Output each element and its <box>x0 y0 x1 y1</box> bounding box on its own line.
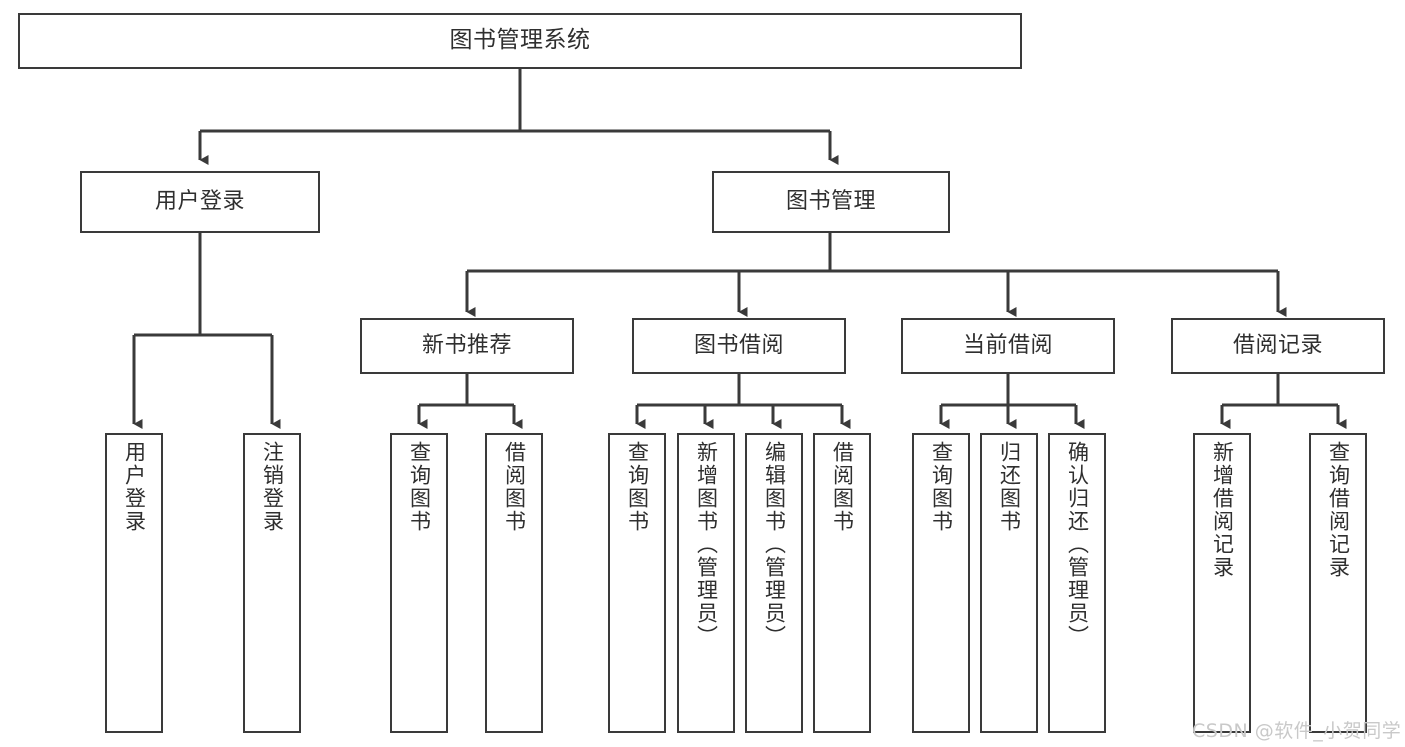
node-label: 查询借阅记录 <box>1326 441 1351 579</box>
node-label: 查询图书 <box>407 441 432 533</box>
node-current-borrow[interactable]: 当前借阅 <box>901 318 1115 374</box>
node-label: 当前借阅 <box>962 332 1053 358</box>
node-label: 图书管理 <box>785 188 876 214</box>
leaf-current-borrow-return[interactable]: 归还图书 <box>980 433 1038 733</box>
leaf-current-borrow-query[interactable]: 查询图书 <box>912 433 970 733</box>
leaf-book-borrow-edit[interactable]: 编辑图书（管理员） <box>745 433 803 733</box>
node-label: 借阅图书 <box>830 441 855 533</box>
node-label: 用户登录 <box>154 188 245 214</box>
leaf-book-borrow-add[interactable]: 新增图书（管理员） <box>677 433 735 733</box>
node-label: 图书管理系统 <box>449 27 591 54</box>
node-label: 确认归还（管理员） <box>1065 441 1090 648</box>
node-book-management-system[interactable]: 图书管理系统 <box>18 13 1022 69</box>
leaf-new-book-query[interactable]: 查询图书 <box>390 433 448 733</box>
node-label: 编辑图书（管理员） <box>762 441 787 648</box>
node-label: 归还图书 <box>997 441 1022 533</box>
node-label: 新增图书（管理员） <box>694 441 719 648</box>
node-label: 注销登录 <box>260 441 285 533</box>
node-borrow-records[interactable]: 借阅记录 <box>1171 318 1385 374</box>
node-label: 新增借阅记录 <box>1210 441 1235 579</box>
node-label: 借阅图书 <box>502 441 527 533</box>
node-label: 借阅记录 <box>1232 332 1323 358</box>
leaf-book-borrow-borrow[interactable]: 借阅图书 <box>813 433 871 733</box>
leaf-borrow-records-add[interactable]: 新增借阅记录 <box>1193 433 1251 733</box>
node-book-management[interactable]: 图书管理 <box>712 171 950 233</box>
node-label: 用户登录 <box>122 441 147 533</box>
leaf-user-login-login[interactable]: 用户登录 <box>105 433 163 733</box>
csdn-watermark: CSDN @软件_小贺同学 <box>1192 720 1402 742</box>
leaf-borrow-records-query[interactable]: 查询借阅记录 <box>1309 433 1367 733</box>
node-new-book-recommend[interactable]: 新书推荐 <box>360 318 574 374</box>
node-book-borrow[interactable]: 图书借阅 <box>632 318 846 374</box>
node-label: 新书推荐 <box>421 332 512 358</box>
leaf-user-login-logout[interactable]: 注销登录 <box>243 433 301 733</box>
leaf-current-borrow-confirm-return[interactable]: 确认归还（管理员） <box>1048 433 1106 733</box>
node-label: 查询图书 <box>625 441 650 533</box>
node-user-login[interactable]: 用户登录 <box>80 171 320 233</box>
node-label: 图书借阅 <box>693 332 784 358</box>
node-label: 查询图书 <box>929 441 954 533</box>
leaf-new-book-borrow[interactable]: 借阅图书 <box>485 433 543 733</box>
leaf-book-borrow-query[interactable]: 查询图书 <box>608 433 666 733</box>
